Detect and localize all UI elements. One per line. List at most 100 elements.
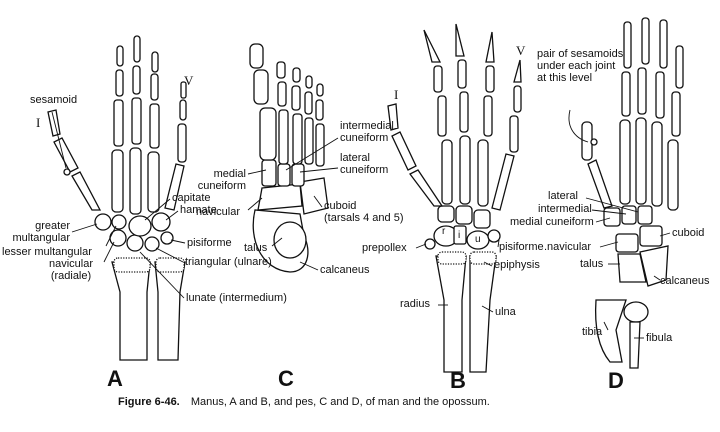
b-ulna-bone <box>469 255 497 373</box>
label-fibula: fibula <box>646 332 673 344</box>
human-hand-drawing <box>47 35 187 361</box>
a-hamate-bone <box>151 212 171 232</box>
d-tibia-bone <box>594 299 627 363</box>
label-hamate: hamate <box>180 204 217 216</box>
label-medial-cuneiform: medial cuneiform <box>197 168 246 192</box>
d-metatarsal-5 <box>667 139 679 211</box>
c-talus-bone <box>273 221 307 259</box>
a-metacarpal-3 <box>129 147 142 215</box>
human-foot-drawing <box>249 43 329 273</box>
c-medial-cuneiform-bone <box>261 159 277 187</box>
d-fibula-head <box>623 301 649 323</box>
label-calcaneus-opossum: calcaneus <box>660 275 710 287</box>
c-lateral-cuneiform-bone <box>291 163 305 187</box>
label-prepollex: prepollex <box>362 242 407 254</box>
figure-number: Figure 6-46. <box>118 396 180 408</box>
c-metatarsal-1 <box>259 107 277 161</box>
panel-letter-d: D <box>608 368 624 393</box>
c-metatarsal-4 <box>304 117 314 165</box>
label-pisiforme-opossum: pisiforme <box>499 241 544 253</box>
a-sesamoid-bone <box>63 168 71 176</box>
label-navicular-radiale: navicular (radiale) <box>48 258 94 282</box>
label-navicular-foot: navicular <box>196 206 241 218</box>
label-pisiforme: pisiforme <box>187 237 232 249</box>
caption-text: Manus, A and B, and pes, C and D, of man… <box>190 396 490 408</box>
leader-lines <box>51 109 671 339</box>
a-ulna-bone <box>154 261 186 361</box>
d-calcaneus-bone <box>639 245 669 287</box>
label-intermedial-cuneiform-opossum: intermedial <box>538 203 592 215</box>
a-capitate-bone <box>128 215 152 237</box>
b-metacarpal-2 <box>441 139 453 205</box>
label-navicular-opossum: .navicular <box>544 241 592 253</box>
b-metacarpal-1 <box>409 169 444 207</box>
c-metatarsal-2 <box>278 109 289 165</box>
label-tibia: tibia <box>582 326 603 338</box>
c-metatarsal-3 <box>292 113 303 165</box>
a-metacarpal-4 <box>147 151 160 213</box>
b-ulna-epiphysis <box>469 251 497 265</box>
panel-letter-b: B <box>450 368 466 393</box>
b-metacarpal-3 <box>459 135 471 205</box>
d-cuboid-bone <box>639 225 663 247</box>
a-ulna-epiphysis <box>155 257 185 273</box>
a-greater-multangular-bone <box>94 213 112 231</box>
b-prepollex-bone <box>424 238 436 250</box>
label-sesamoid: sesamoid <box>30 94 78 106</box>
label-u: u <box>475 234 481 245</box>
label-lesser-multangular: lesser multangular <box>2 246 92 258</box>
label-epiphysis: epiphysis <box>494 259 540 271</box>
d-sesamoid-bone <box>590 138 598 146</box>
d-metatarsal-3 <box>635 117 647 205</box>
b-pisiforme-bone <box>487 229 501 243</box>
label-lateral-cuneiform: lateral cuneiform <box>340 152 389 176</box>
figure-caption: Figure 6-46. Manus, A and B, and pes, C … <box>118 396 490 409</box>
label-medial-cuneiform-opossum: medial cuneiform <box>510 216 594 228</box>
label-capitate: capitate <box>172 192 211 204</box>
b-intermedium-bone <box>453 225 467 245</box>
label-ulna: ulna <box>495 306 516 318</box>
label-i: i <box>458 230 461 241</box>
a-f3-proximal <box>131 97 142 145</box>
a-radius-epiphysis <box>113 257 151 273</box>
opossum-foot-drawing <box>581 17 684 369</box>
b-metacarpal-4 <box>477 139 489 207</box>
d-navicular-bone <box>615 233 639 253</box>
label-radius: radius <box>400 298 430 310</box>
a-metacarpal-5 <box>164 163 185 211</box>
a-lunate-bone <box>126 234 144 252</box>
b-radius-epiphysis <box>437 251 467 265</box>
label-intermedial-cuneiform: intermedial cuneiform <box>340 120 394 144</box>
panel-letter-a: A <box>107 366 123 391</box>
b-digit-one-mark: I <box>394 87 399 102</box>
a-digit-one-mark: I <box>36 115 41 130</box>
a-triangular-bone <box>144 236 160 252</box>
c-navicular-bone <box>257 183 303 211</box>
label-lateral-cuneiform-opossum: lateral <box>548 190 578 202</box>
opossum-hand-drawing <box>387 23 522 373</box>
d-metatarsal-1 <box>587 159 613 209</box>
label-calcaneus: calcaneus <box>320 264 370 276</box>
label-sesamoids-note: pair of sesamoids under each joint at th… <box>537 48 624 84</box>
d-metatarsal-2 <box>619 119 631 205</box>
label-greater-multangular: greater multangular <box>12 220 70 244</box>
c-metatarsal-5 <box>315 123 325 167</box>
b-radius-bone <box>435 255 467 373</box>
d-talus-bone <box>617 253 647 283</box>
a-thumb-distal <box>47 109 61 137</box>
a-thumb-proximal <box>53 137 79 173</box>
b-metacarpal-5 <box>491 153 515 211</box>
label-triangular-ulnare: triangular (ulnare) <box>185 256 272 268</box>
a-f4-proximal <box>149 103 160 149</box>
panel-letter-c: C <box>278 366 294 391</box>
label-r: r <box>442 226 446 237</box>
c-intermedial-cuneiform-bone <box>277 163 291 187</box>
b-digit-five-mark: V <box>516 43 526 58</box>
label-cuboid-opossum: cuboid <box>672 227 705 239</box>
a-metacarpal-1 <box>71 171 102 211</box>
a-radius-bone <box>111 261 151 361</box>
label-talus-opossum: talus <box>580 258 604 270</box>
d-fibula-bone <box>629 321 641 369</box>
